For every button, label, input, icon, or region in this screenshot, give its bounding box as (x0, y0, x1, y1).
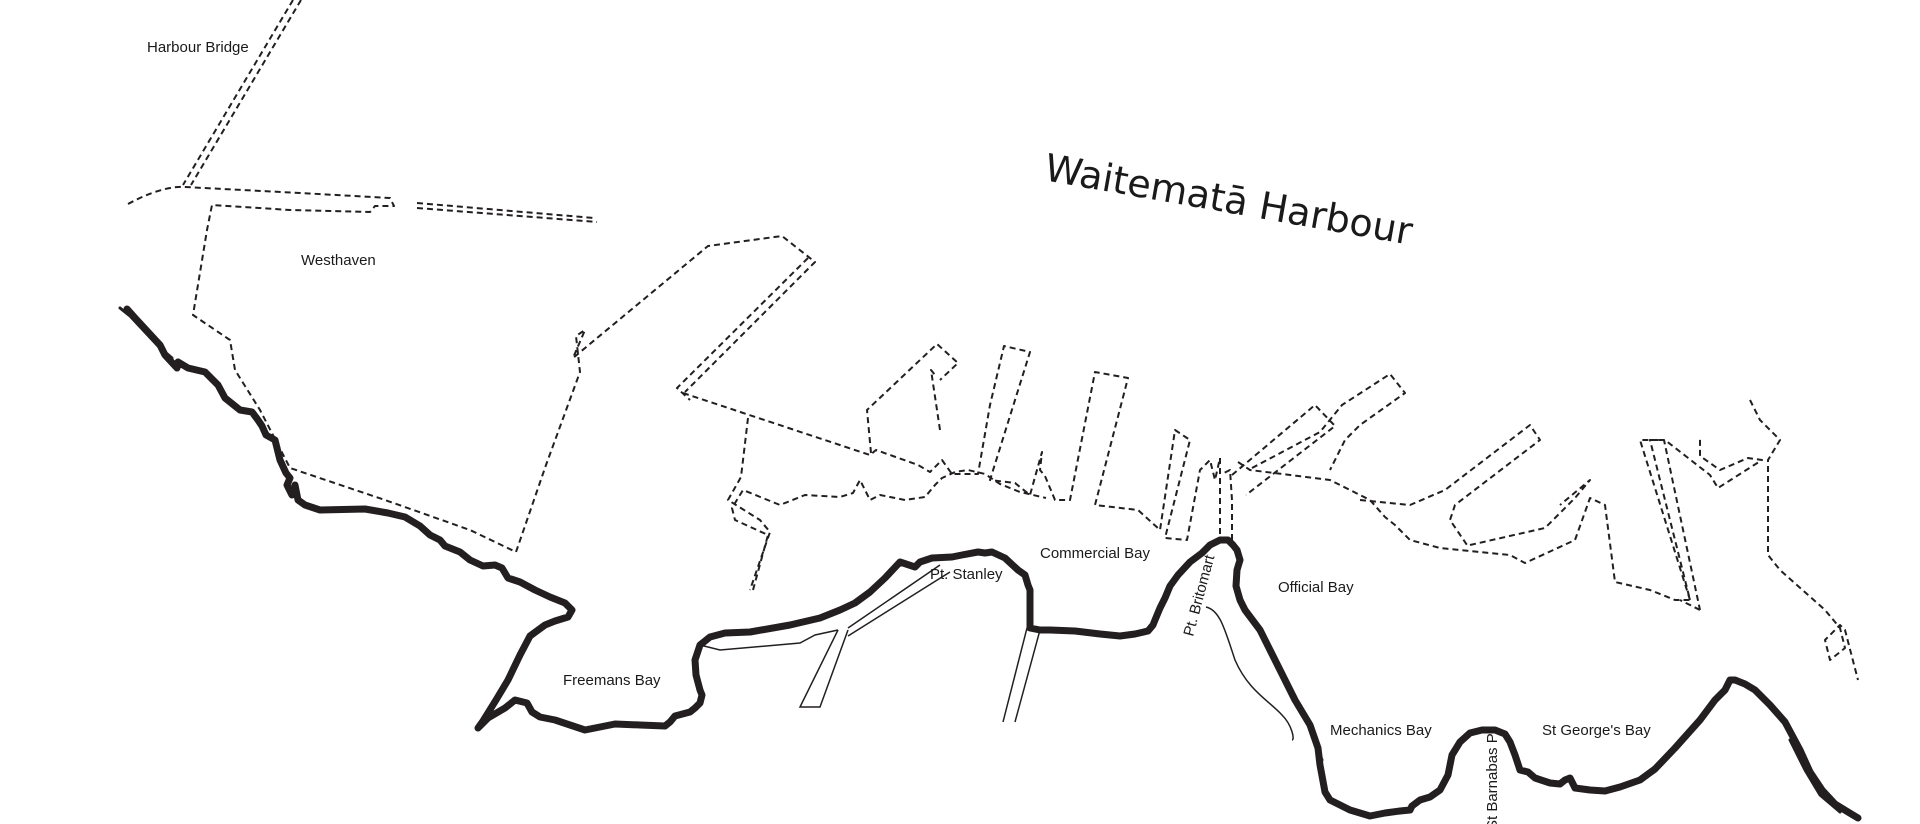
central-wharves (682, 345, 1336, 591)
central-wharves-south (731, 469, 1047, 591)
label-official-bay: Official Bay (1278, 579, 1354, 596)
shoreline-inner-edge (118, 306, 1842, 814)
westhaven-jetty (676, 257, 809, 401)
wharf-finger-1 (866, 343, 959, 454)
westhaven-reclamation (127, 185, 816, 553)
label-pt-stanley: Pt. Stanley (930, 566, 1003, 583)
label-harbour-bridge: Harbour Bridge (147, 39, 249, 56)
label-freemans-bay: Freemans Bay (563, 672, 661, 689)
wharf-finger-2 (930, 369, 941, 431)
harbour-bridge-line (182, 0, 302, 186)
map-title: Waitematā Harbour (1041, 146, 1416, 254)
label-westhaven: Westhaven (301, 252, 376, 269)
streets (699, 564, 1294, 741)
label-st-barnabas-pt: St Barnabas Pt (1484, 728, 1501, 824)
label-st-georges-bay: St George's Bay (1542, 722, 1651, 739)
original-shoreline (123, 305, 1862, 822)
label-mechanics-bay: Mechanics Bay (1330, 722, 1432, 739)
label-commercial-bay: Commercial Bay (1040, 545, 1151, 562)
westhaven-breakwater (416, 202, 598, 223)
eastern-wharves (1237, 373, 1859, 681)
